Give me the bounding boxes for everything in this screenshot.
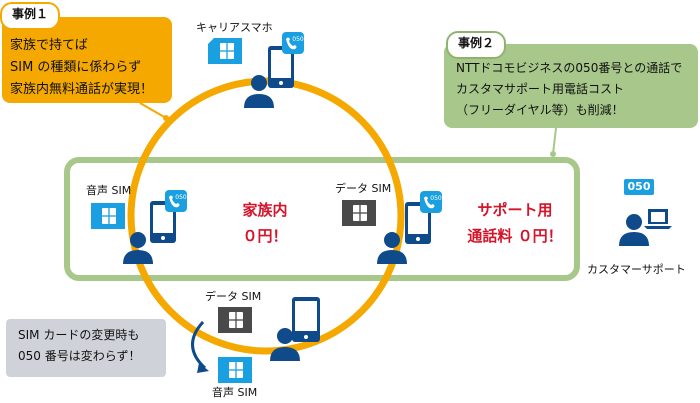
support-free-line-2: 通話料 ０円！ (467, 227, 563, 245)
voice-sim-card-icon (208, 38, 242, 64)
network-box (64, 157, 580, 281)
person-icon (377, 232, 407, 264)
svg-text:050: 050 (292, 36, 304, 43)
number-050-badge (624, 179, 654, 195)
person-icon (123, 232, 153, 264)
case1-line-3: 家族内無料通話が実現！ (10, 82, 154, 97)
case2-callout: 事例２ NTTドコモビジネスの050番号との通話で カスタマサポート用電話コスト… (444, 31, 698, 128)
case1-callout: 事例１ 家族で持てば SIM の種類に係わらず 家族内無料通話が実現！ (0, 2, 172, 103)
carrier-phone-label: キャリアスマホ (196, 21, 273, 34)
case2-pointer-line (552, 127, 557, 155)
case2-pointer-dot (550, 151, 556, 157)
carrier-group: 050 (208, 32, 304, 108)
phone-call-badge-icon: 050 (420, 191, 442, 213)
person-icon (270, 328, 300, 361)
data-sim-bottom-label: データ SIM (205, 290, 262, 303)
right-data-group: 050 (342, 191, 442, 264)
data-sim-card-icon (342, 200, 376, 226)
family-free-line-2: ０円！ (242, 227, 288, 245)
svg-text:050: 050 (430, 195, 442, 202)
note-line-2: 050 番号は変わらず！ (18, 349, 141, 363)
case1-line-2: SIM の種類に係わらず (10, 60, 142, 75)
left-voice-group: 050 (91, 190, 187, 264)
sim-change-note: SIM カードの変更時も 050 番号は変わらず！ (6, 319, 166, 377)
phone-call-badge-icon: 050 (282, 32, 304, 54)
case2-tag: 事例２ (446, 31, 507, 59)
curved-arrow-icon (191, 320, 209, 373)
case1-line-1: 家族で持てば (10, 38, 88, 53)
laptop-icon (644, 209, 672, 229)
case2-line-1: NTTドコモビジネスの050番号との通話で (456, 61, 683, 75)
voice-sim-card-icon (218, 357, 252, 383)
smartphone-icon (292, 297, 320, 342)
family-free-line-1: 家族内 (242, 201, 288, 219)
svg-text:050: 050 (175, 194, 187, 201)
number-050-label: 050 (627, 180, 651, 193)
phone-call-badge-icon: 050 (165, 190, 187, 212)
case1-pointer-dot (163, 115, 169, 121)
customer-support-label: カスタマーサポート (587, 263, 686, 276)
voice-sim-bottom-label: 音声 SIM (212, 386, 258, 399)
case1-tag: 事例１ (0, 2, 61, 30)
case2-line-3: （フリーダイヤル等）も削減！ (456, 103, 624, 117)
bottom-sim-change-group (191, 297, 320, 383)
person-icon (244, 75, 274, 108)
voice-sim-card-icon (91, 203, 125, 229)
customer-support-group (619, 179, 672, 246)
data-sim-right-label: データ SIM (335, 182, 392, 195)
note-line-1: SIM カードの変更時も (18, 328, 140, 342)
support-free-line-1: サポート用 (477, 201, 553, 219)
case1-pointer-line (139, 102, 167, 119)
person-icon (619, 214, 649, 246)
voice-sim-left-label: 音声 SIM (86, 184, 132, 197)
smartphone-icon (268, 46, 294, 88)
data-sim-card-icon (218, 307, 252, 333)
case2-line-2: カスタマサポート用電話コスト (456, 82, 625, 96)
